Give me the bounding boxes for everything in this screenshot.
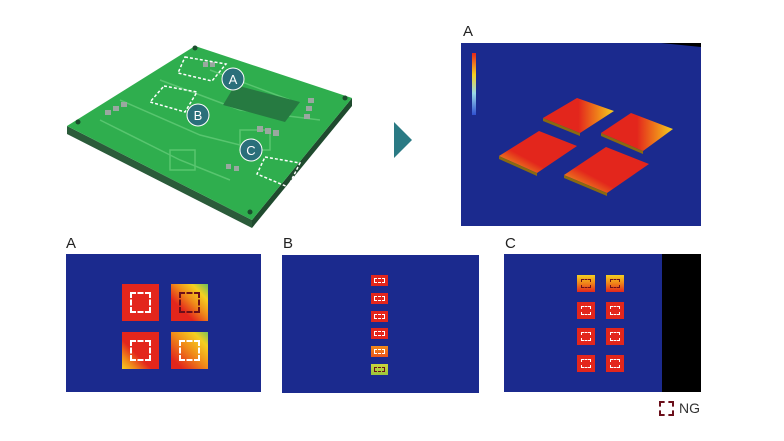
inspection-area-marker	[130, 292, 151, 313]
chip-ok	[606, 328, 624, 345]
inspection-area-marker	[374, 331, 385, 336]
inspection-area-marker	[130, 340, 151, 361]
ng-marker	[610, 279, 620, 288]
chip-ng	[577, 275, 595, 292]
chip-ok	[171, 332, 208, 369]
arrow-right-icon	[394, 122, 412, 158]
chip-ok	[371, 275, 388, 286]
ng-marker	[581, 279, 591, 288]
inspection-area-marker	[581, 359, 591, 368]
pcb-illustration: A B C	[67, 45, 352, 228]
thermal-panel-c	[504, 254, 701, 392]
panel-b-label: B	[283, 235, 294, 252]
inspection-area-marker	[374, 278, 385, 283]
chip-ok	[122, 332, 159, 369]
chip-ok	[371, 293, 388, 304]
chip-ok	[577, 302, 595, 319]
chip-ok	[122, 284, 159, 321]
ng-legend-label: NG	[679, 400, 700, 416]
chip-ok	[577, 355, 595, 372]
inspection-area-marker	[374, 314, 385, 319]
thermal-panel-b	[282, 255, 479, 393]
chip-ng	[606, 275, 624, 292]
ng-legend: NG	[659, 400, 700, 416]
callout-c: C	[246, 143, 255, 158]
chip-ok	[371, 311, 388, 322]
thermal-panel-a	[66, 254, 261, 392]
inspection-area-marker	[610, 332, 620, 341]
chip-ok	[577, 328, 595, 345]
thermal-3d-view	[461, 43, 701, 226]
chip-ok	[606, 302, 624, 319]
ng-marker	[179, 292, 200, 313]
color-scale-bar	[472, 53, 476, 115]
ng-legend-swatch	[659, 400, 674, 416]
inspection-area-marker	[581, 332, 591, 341]
inspection-area-marker	[179, 340, 200, 361]
chip-ok	[606, 355, 624, 372]
chip-ok	[371, 328, 388, 339]
chip-ng	[171, 284, 208, 321]
inspection-area-marker	[610, 359, 620, 368]
inspection-area-marker	[610, 306, 620, 315]
chip-ok	[371, 346, 388, 357]
inspection-area-marker	[374, 296, 385, 301]
callout-b: B	[194, 108, 203, 123]
callout-a: A	[229, 72, 238, 87]
chip-ng	[371, 364, 388, 375]
inspection-area-marker	[581, 306, 591, 315]
panel-a-label: A	[66, 235, 77, 252]
black-region	[662, 254, 701, 392]
thermal-3d-label: A	[463, 23, 474, 40]
inspection-area-marker	[374, 349, 385, 354]
ng-marker	[374, 367, 385, 372]
panel-c-label: C	[505, 235, 516, 252]
